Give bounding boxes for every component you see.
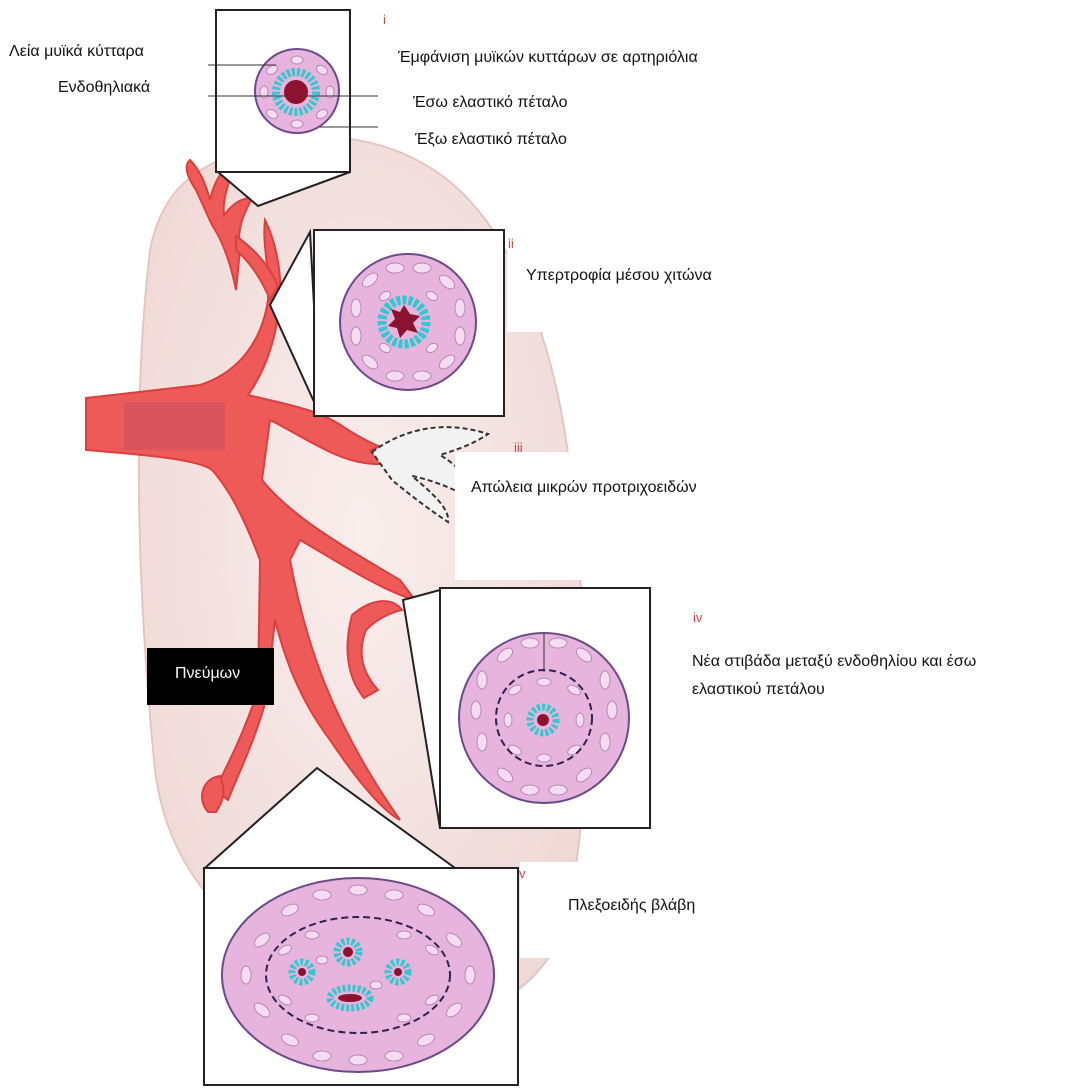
stage-iii-numeral: iii: [514, 440, 523, 456]
label-stage-i: Έμφάνιση μυϊκών κυττάρων σε αρτηριόλια: [398, 48, 698, 68]
stage-i-numeral: i: [383, 12, 386, 28]
label-smooth-muscle: Λεία μυϊκά κύτταρα: [9, 42, 144, 62]
box-v: [204, 868, 518, 1085]
label-stage-iv-line1: Νέα στιβάδα μεταξύ ενδοθηλίου και έσω: [692, 652, 976, 672]
label-internal-lamina: Έσω ελαστικό πέταλο: [413, 93, 568, 113]
stage-iv-numeral: iv: [693, 610, 702, 626]
box-ii: [314, 230, 504, 416]
stage-v-numeral: v: [519, 866, 526, 882]
box-i: [216, 10, 350, 172]
label-endothelial: Ενδοθηλιακά: [58, 78, 150, 98]
stage-ii-numeral: ii: [508, 236, 514, 252]
label-stage-iii: Απώλεια μικρών προτριχοειδών: [471, 478, 697, 498]
label-stage-iv-line2: ελαστικού πετάλου: [692, 680, 825, 700]
label-stage-v: Πλεξοειδής βλάβη: [568, 896, 695, 916]
label-external-lamina: Έξω ελαστικό πέταλο: [415, 130, 567, 150]
lung-label: Πνεύμων: [147, 648, 274, 705]
label-stage-ii: Υπερτροφία μέσου χιτώνα: [526, 266, 712, 286]
box-iv: [440, 588, 650, 828]
